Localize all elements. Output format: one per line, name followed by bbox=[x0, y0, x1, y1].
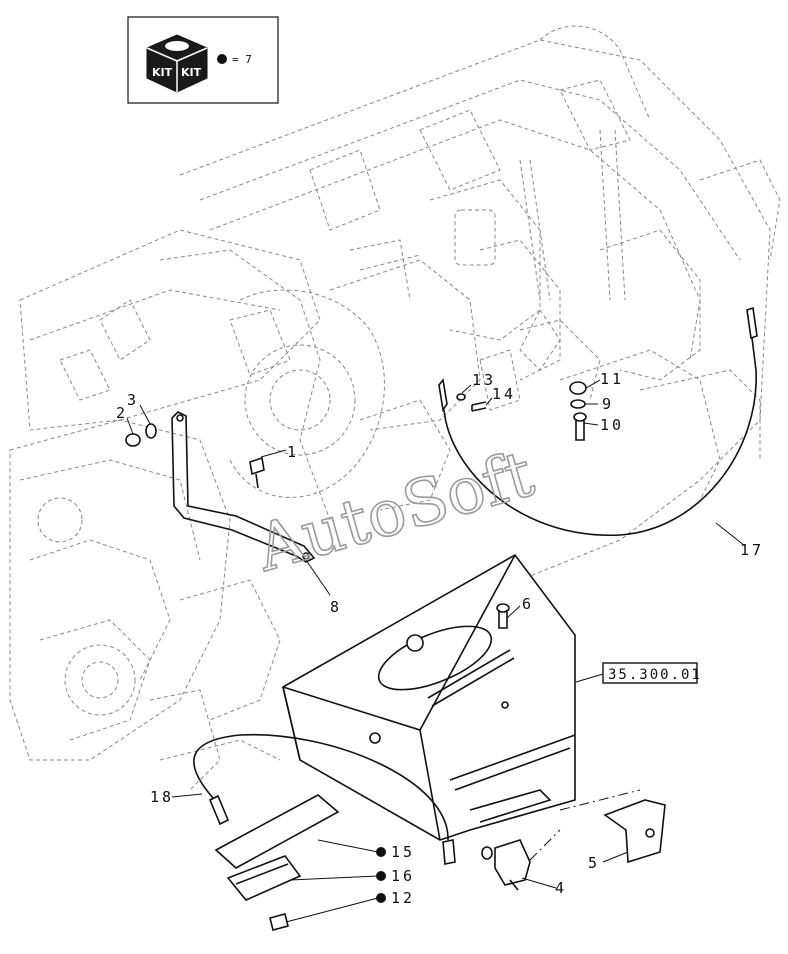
kit-legend-text: = 7 bbox=[232, 53, 252, 66]
part-18-cable bbox=[193, 733, 456, 865]
callout-15: 15 bbox=[391, 843, 415, 861]
callout-13: 13 bbox=[472, 371, 496, 389]
part-15-mat bbox=[214, 794, 340, 869]
part-3-washer bbox=[145, 423, 157, 439]
kit-bullet-16-icon bbox=[376, 871, 386, 881]
callout-9: 9 bbox=[602, 395, 614, 413]
kit-bullet-icon bbox=[217, 54, 227, 64]
battery-tray bbox=[282, 553, 576, 841]
part-2-nut bbox=[125, 433, 141, 447]
part-16-cover bbox=[226, 855, 302, 901]
part-5-bracket bbox=[559, 789, 666, 864]
kit-label-left: KIT bbox=[152, 66, 173, 79]
callout-4: 4 bbox=[555, 879, 567, 897]
callout-11: 11 bbox=[600, 370, 624, 388]
callout-10: 10 bbox=[600, 416, 624, 434]
callout-6: 6 bbox=[522, 595, 534, 613]
callout-16: 16 bbox=[391, 867, 415, 885]
part-12-clip bbox=[269, 913, 289, 931]
reference-box[interactable]: 35.300.01 bbox=[602, 662, 702, 684]
kit-bullet-12-icon bbox=[376, 893, 386, 903]
callout-17: 17 bbox=[740, 541, 764, 559]
kit-bullet-15-icon bbox=[376, 847, 386, 857]
callout-1: 1 bbox=[287, 443, 299, 461]
part-13-14-screw bbox=[456, 393, 487, 412]
leader-lines bbox=[126, 379, 746, 923]
part-11-nut bbox=[569, 381, 587, 395]
reference-box-label[interactable]: 35.300.01 bbox=[608, 667, 702, 683]
callout-8: 8 bbox=[330, 598, 342, 616]
callout-3: 3 bbox=[127, 391, 139, 409]
part-1-fitting bbox=[249, 456, 265, 489]
kit-legend-box: KIT KIT = 7 bbox=[127, 16, 279, 104]
kit-label-right: KIT bbox=[181, 66, 202, 79]
callout-14: 14 bbox=[492, 385, 516, 403]
engine-background-outline bbox=[9, 25, 781, 791]
part-6-bolt bbox=[496, 603, 510, 629]
part-4-switch bbox=[481, 829, 561, 891]
callout-12: 12 bbox=[391, 889, 415, 907]
part-9-washer bbox=[570, 399, 586, 409]
callout-2: 2 bbox=[116, 404, 128, 422]
callouts: 1 2 3 4 5 6 8 9 10 11 13 14 17 18 15 16 … bbox=[116, 370, 764, 907]
kit-cube-icon: KIT KIT bbox=[146, 34, 208, 93]
callout-5: 5 bbox=[588, 854, 600, 872]
part-10-bolt bbox=[573, 412, 587, 441]
part-8-ground-strap bbox=[171, 411, 316, 563]
part-17-battery-cable bbox=[438, 306, 758, 536]
callout-18: 18 bbox=[150, 788, 174, 806]
